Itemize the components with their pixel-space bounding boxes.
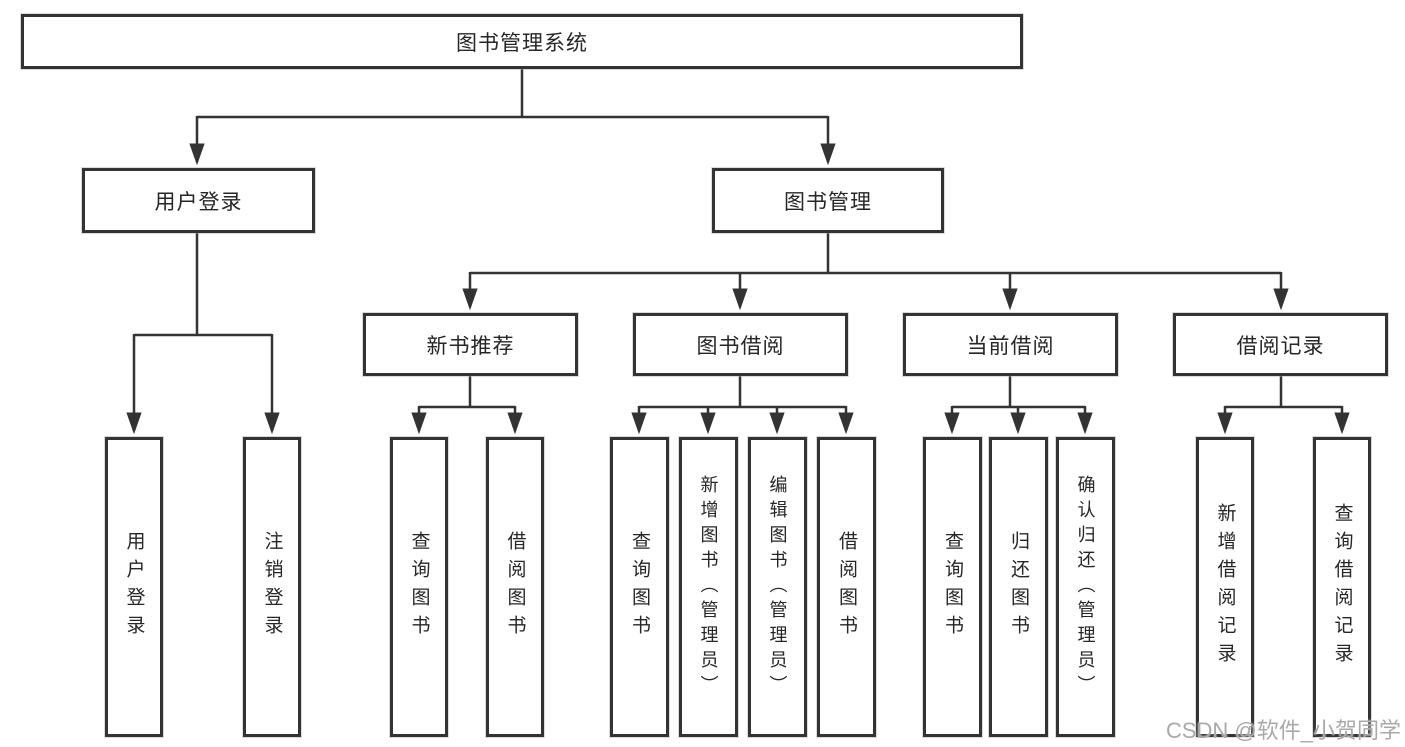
leaf-logout: 注销登录	[243, 437, 301, 737]
leaf-user-login-label: 用户登录	[123, 531, 145, 643]
node-book-management-label: 图书管理	[784, 190, 872, 214]
node-book-management: 图书管理	[712, 168, 944, 233]
leaf-add-book-admin-label: 新增图书（管理员）	[698, 474, 719, 700]
node-current-borrow-label: 当前借阅	[966, 334, 1055, 358]
node-book-borrow: 图书借阅	[633, 313, 848, 376]
leaf-query-borrow-record: 查询借阅记录	[1313, 437, 1371, 737]
node-borrow-records-label: 借阅记录	[1236, 334, 1325, 358]
node-borrow-records: 借阅记录	[1173, 313, 1388, 376]
leaf-borrow-book-1-label: 借阅图书	[504, 531, 526, 643]
leaf-add-book-admin: 新增图书（管理员）	[679, 437, 738, 737]
leaf-borrow-book-2: 借阅图书	[817, 437, 876, 737]
leaf-borrow-book-1: 借阅图书	[486, 437, 544, 737]
node-book-borrow-label: 图书借阅	[696, 334, 785, 358]
leaf-query-book-1: 查询图书	[390, 437, 448, 737]
leaf-add-borrow-record-label: 新增借阅记录	[1214, 503, 1236, 671]
leaf-user-login: 用户登录	[105, 437, 163, 737]
leaf-add-borrow-record: 新增借阅记录	[1196, 437, 1254, 737]
leaf-return-book: 归还图书	[989, 437, 1048, 737]
node-root: 图书管理系统	[21, 14, 1023, 69]
leaf-return-book-label: 归还图书	[1008, 531, 1029, 643]
node-current-borrow: 当前借阅	[903, 313, 1118, 376]
node-user-login-label: 用户登录	[154, 190, 243, 214]
leaf-query-book-3: 查询图书	[923, 437, 982, 737]
node-new-book-recommend-label: 新书推荐	[426, 334, 515, 358]
leaf-query-book-2: 查询图书	[610, 437, 669, 737]
leaf-logout-label: 注销登录	[261, 531, 283, 643]
leaf-borrow-book-2-label: 借阅图书	[836, 531, 857, 643]
leaf-edit-book-admin: 编辑图书（管理员）	[748, 437, 807, 737]
node-new-book-recommend: 新书推荐	[363, 313, 578, 376]
leaf-query-book-2-label: 查询图书	[629, 531, 650, 643]
leaf-confirm-return-admin-label: 确认归还（管理员）	[1075, 474, 1096, 700]
leaf-edit-book-admin-label: 编辑图书（管理员）	[767, 474, 788, 700]
leaf-query-borrow-record-label: 查询借阅记录	[1331, 503, 1353, 671]
node-user-login: 用户登录	[82, 168, 315, 233]
node-root-label: 图书管理系统	[456, 31, 588, 55]
leaf-query-book-3-label: 查询图书	[942, 531, 963, 643]
leaf-confirm-return-admin: 确认归还（管理员）	[1056, 437, 1115, 737]
leaf-query-book-1-label: 查询图书	[408, 531, 430, 643]
watermark: CSDN @软件_小贺同学	[1165, 718, 1401, 743]
